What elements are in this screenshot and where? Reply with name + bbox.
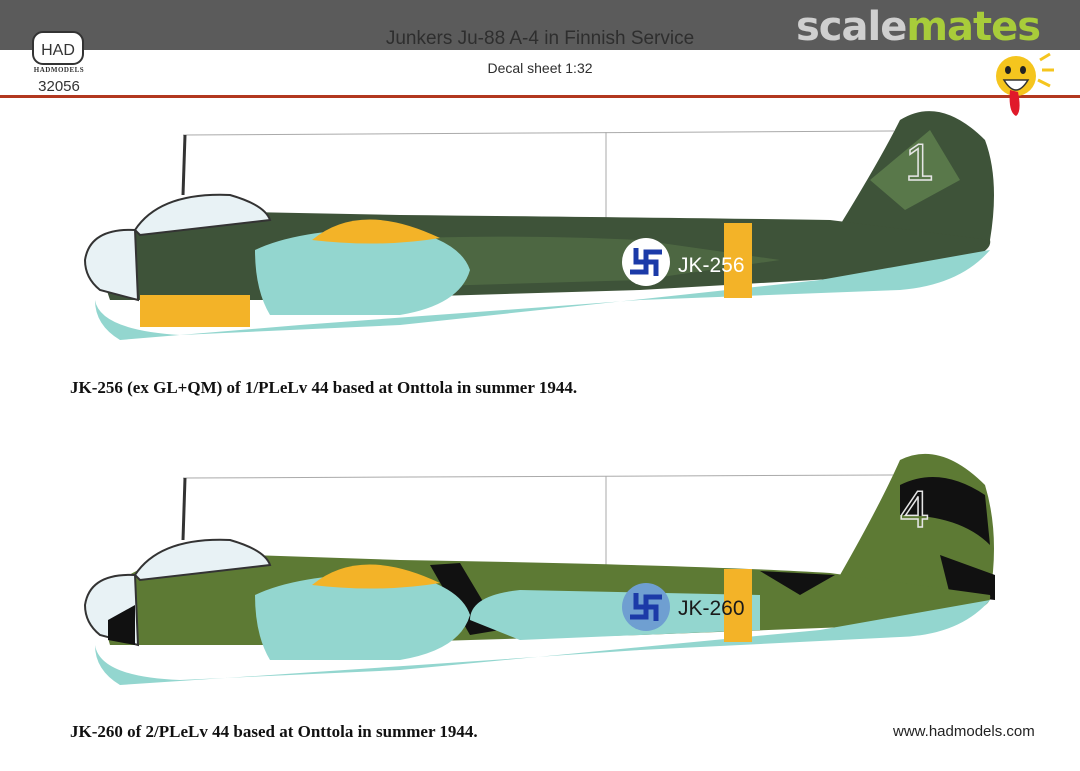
svg-text:HAD: HAD [41, 42, 75, 59]
fuselage-code: JK-256 [678, 254, 745, 277]
tail-number: 4 [900, 481, 929, 539]
aircraft-profile-2: JK-260 4 [83, 453, 995, 685]
brand-part2: mates [906, 4, 1041, 50]
header-bar [0, 0, 1080, 50]
scalemates-watermark: scalemates [796, 4, 1041, 50]
tail-number: 1 [905, 134, 934, 192]
website-link[interactable]: www.hadmodels.com [893, 723, 1035, 740]
aircraft-caption-1: JK-256 (ex GL+QM) of 1/PLeLv 44 based at… [70, 378, 578, 397]
aircraft-profile-1: JK-256 1 [83, 111, 994, 340]
scalemates-mascot-icon [996, 52, 1054, 116]
brand-part1: scale [796, 4, 907, 50]
aircraft-caption-2: JK-260 of 2/PLeLv 44 based at Onttola in… [70, 722, 478, 741]
header-divider [0, 95, 1080, 98]
page-subtitle: Decal sheet 1:32 [487, 60, 593, 76]
fuselage-code: JK-260 [678, 597, 745, 620]
had-logo: HAD [32, 31, 84, 65]
page-title: Junkers Ju-88 A-4 in Finnish Service [385, 28, 695, 49]
logo-subtext: HADMODELS [33, 66, 85, 74]
catalog-number: 32056 [38, 78, 80, 95]
